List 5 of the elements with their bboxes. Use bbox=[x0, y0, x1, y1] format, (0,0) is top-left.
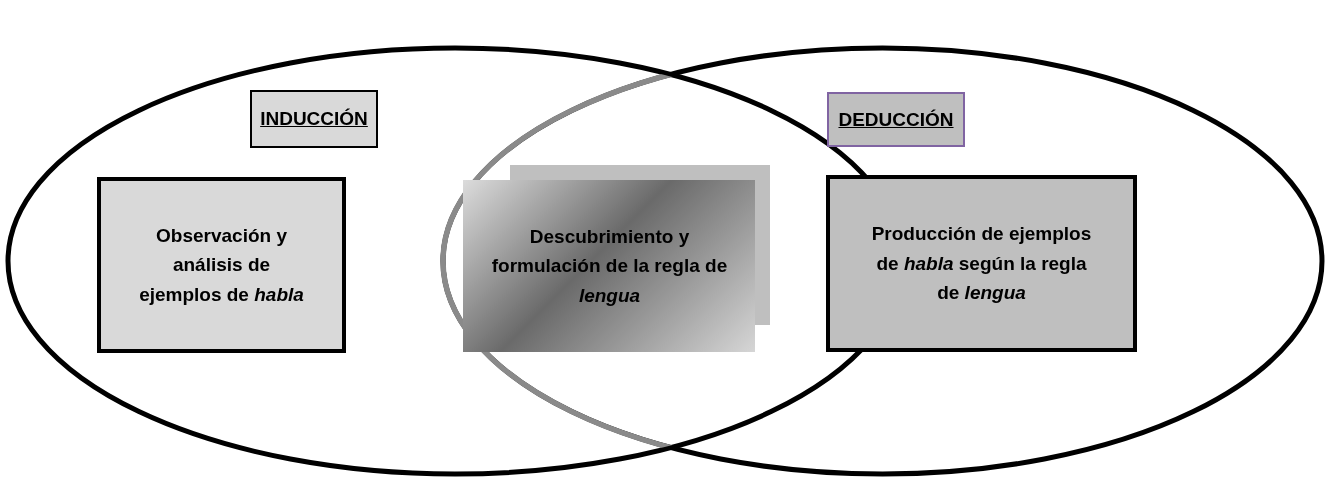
heading-box: INDUCCIÓN bbox=[250, 90, 378, 148]
heading-box: DEDUCCIÓN bbox=[827, 92, 965, 147]
concept-box: Descubrimiento y formulación de la regla de lengua bbox=[463, 165, 770, 352]
concept-box: Observación y análisis de ejemplos de habla bbox=[97, 177, 346, 353]
concept-box: Producción de ejemplos de habla según la regla de lengua bbox=[826, 175, 1137, 352]
